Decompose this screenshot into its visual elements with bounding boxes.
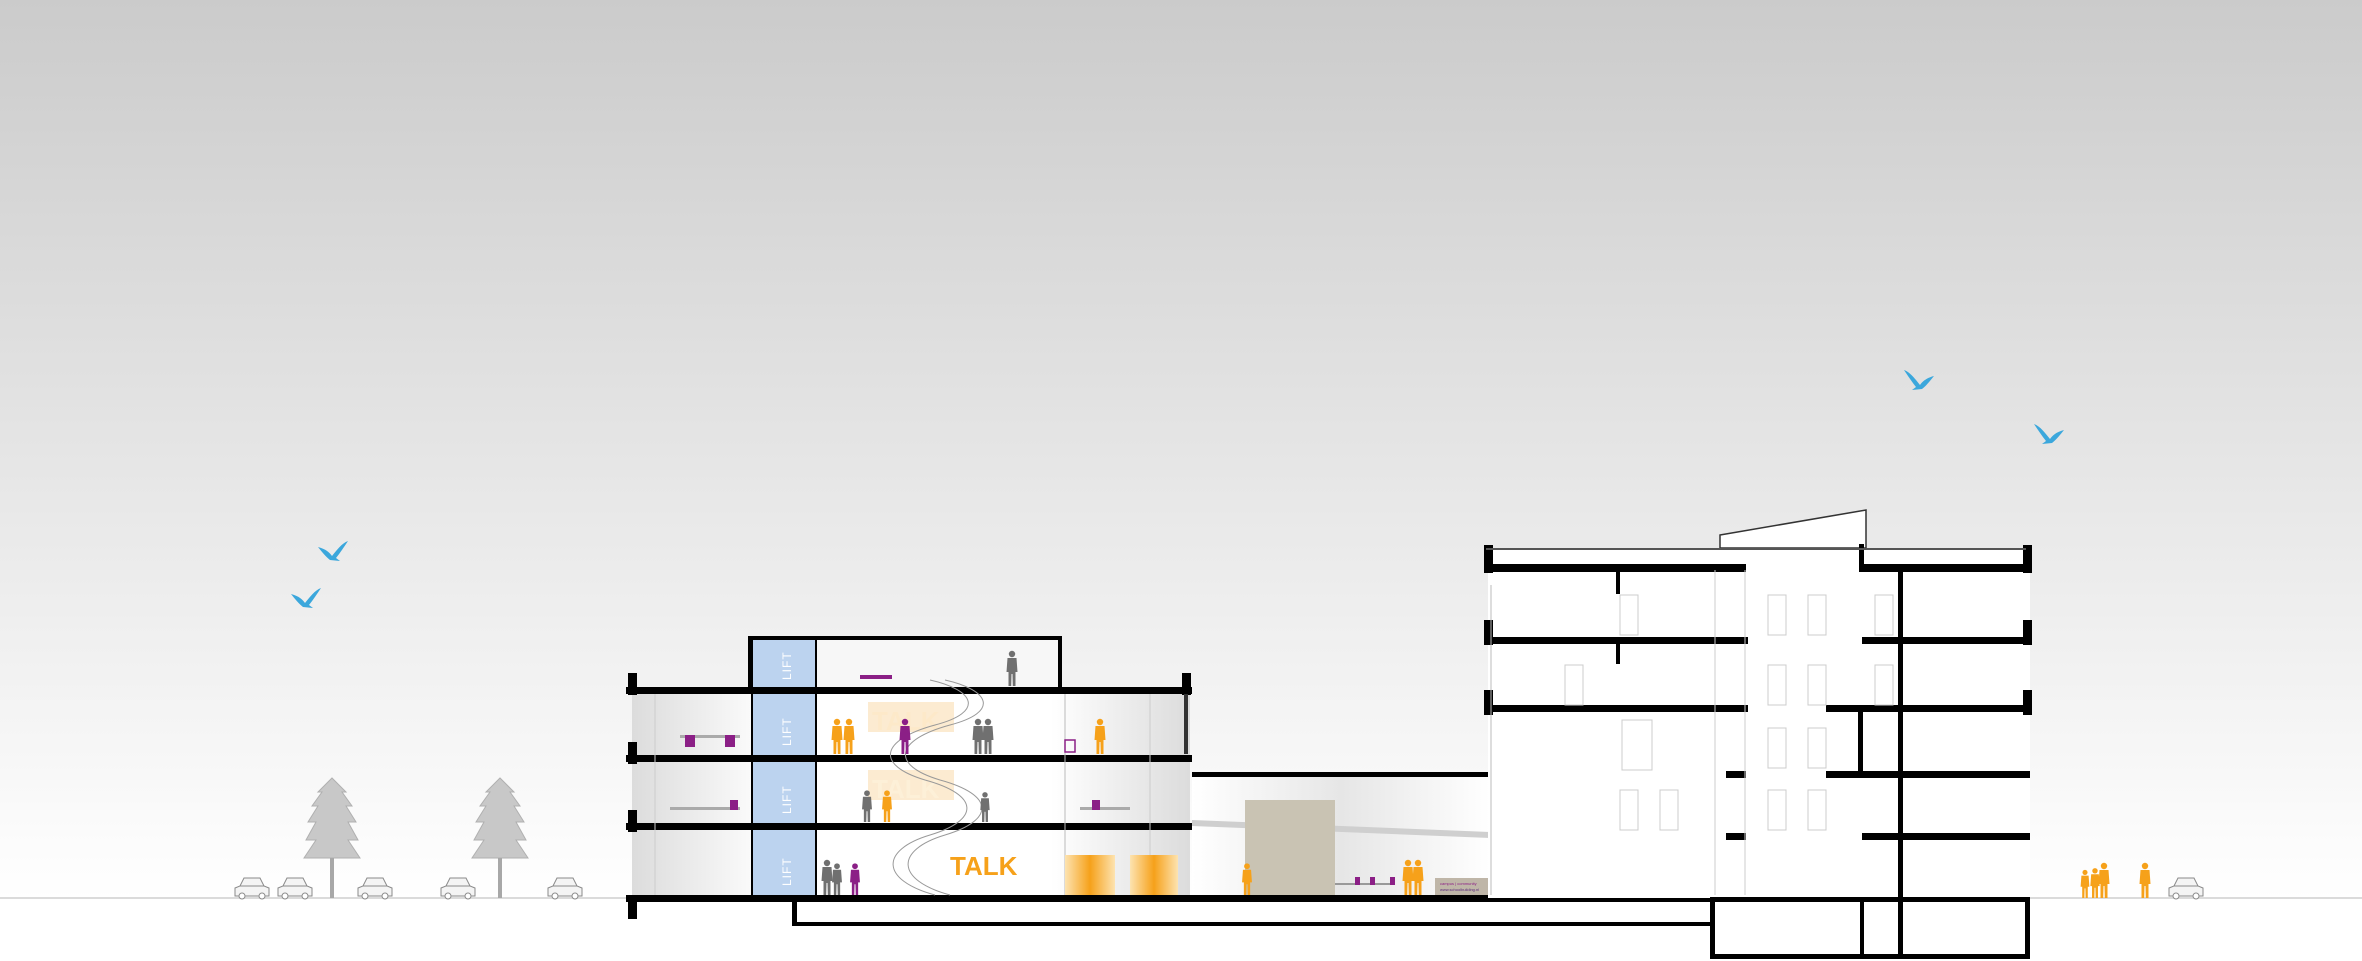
bird-icon (291, 588, 321, 608)
car-icon (547, 877, 583, 900)
lift-label: LIFT (780, 717, 794, 746)
person-icon (850, 863, 860, 895)
lift-label: LIFT (780, 651, 794, 680)
person-icon (1006, 650, 1018, 686)
lift-label: LIFT (780, 857, 794, 886)
person-icon (899, 718, 911, 754)
car-icon (357, 877, 393, 900)
cars (234, 877, 2204, 900)
person-icon (982, 718, 994, 754)
sign-line-1: campus | community (1440, 881, 1477, 886)
person-icon (972, 718, 984, 754)
birds (291, 370, 2064, 608)
person-icon (831, 718, 843, 754)
bird-icon (318, 541, 348, 561)
person-icon (980, 792, 990, 822)
tree-icon (471, 777, 529, 898)
orange-door (1065, 855, 1115, 895)
bird-icon (2034, 424, 2064, 444)
person-icon (2139, 862, 2151, 898)
person-icon (2090, 868, 2100, 898)
people (821, 650, 2151, 898)
person-icon (1412, 859, 1424, 895)
car-icon (2168, 877, 2204, 900)
lift-label: LIFT (780, 785, 794, 814)
stair-icon (890, 679, 984, 896)
person-icon (882, 790, 892, 822)
person-icon (2098, 862, 2110, 898)
person-icon (2080, 869, 2090, 898)
person-icon (1402, 859, 1414, 895)
left-building: LIFT LIFT LIFT LIFT TALK TALK TALK (626, 636, 2026, 919)
person-icon (862, 790, 872, 822)
bird-icon (1904, 370, 1934, 390)
tree-icon (303, 777, 361, 898)
person-icon (843, 718, 855, 754)
sign-line-2: www.schoolbuilding.nl (1440, 887, 1479, 892)
person-icon (1094, 718, 1106, 754)
concrete-wall (1245, 800, 1335, 895)
link-volume: campus | community www.schoolbuilding.nl (1192, 772, 1530, 895)
talk-sign-faded: TALK (872, 774, 940, 804)
person-icon (832, 863, 842, 895)
talk-sign: TALK (950, 851, 1018, 881)
car-icon (277, 877, 313, 900)
car-icon (440, 877, 476, 900)
car-icon (234, 877, 270, 900)
person-icon (821, 859, 833, 895)
person-icon (1242, 863, 1252, 895)
right-building (792, 509, 2032, 959)
orange-door (1130, 855, 1178, 895)
